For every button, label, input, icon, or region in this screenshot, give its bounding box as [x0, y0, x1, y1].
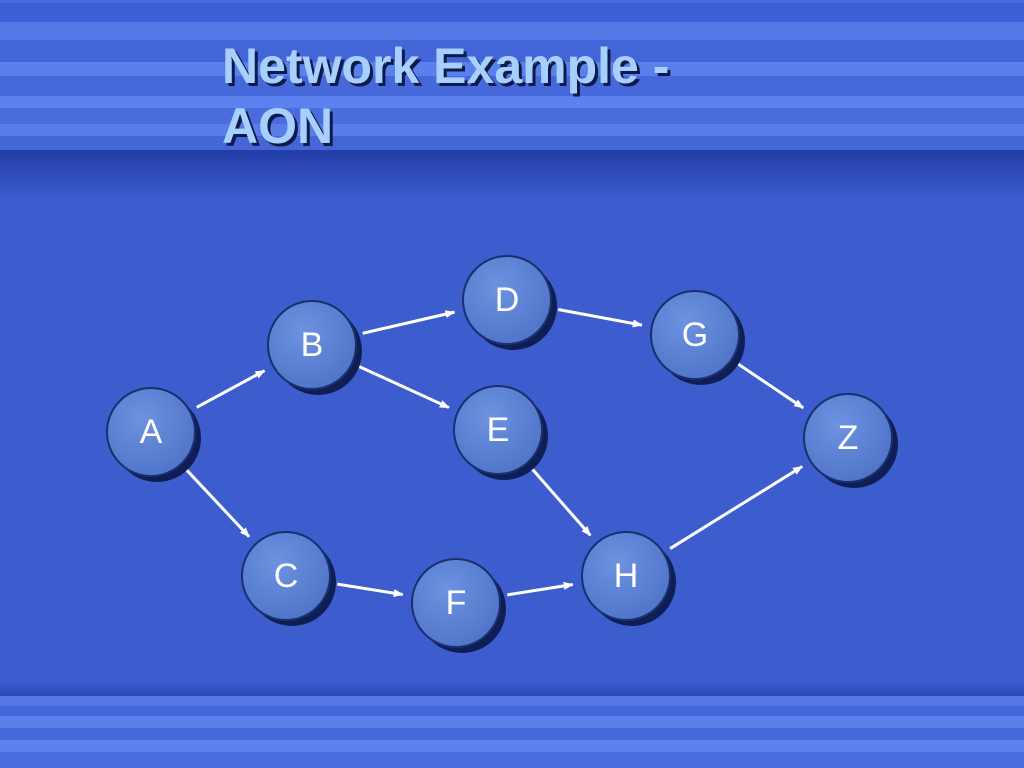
- edge-a-c: [185, 468, 251, 538]
- edge-f-h: [507, 581, 574, 597]
- node-label: D: [495, 281, 520, 319]
- node-f: F: [411, 558, 506, 653]
- node-b: B: [267, 300, 362, 395]
- node-label: F: [446, 584, 467, 622]
- node-circle: [803, 393, 893, 483]
- node-label: H: [614, 557, 639, 595]
- edges-layer: [185, 308, 805, 598]
- node-label: A: [140, 413, 163, 451]
- node-g: G: [650, 290, 745, 385]
- node-circle: [267, 300, 357, 390]
- slide-title-line-1: Network Example -: [222, 38, 670, 94]
- nodes-layer: A B C D E F G H Z: [106, 255, 898, 653]
- slide-title: Network Example - AON: [222, 36, 982, 156]
- node-circle: [650, 290, 740, 380]
- node-a: A: [106, 387, 201, 482]
- edge-b-d: [362, 310, 456, 335]
- footer-stripes: [0, 680, 1024, 768]
- node-circle: [106, 387, 196, 477]
- node-circle: [241, 531, 331, 621]
- node-d: D: [462, 255, 557, 350]
- node-label: G: [682, 316, 708, 354]
- node-circle: [453, 385, 543, 475]
- edge-c-f: [337, 582, 404, 598]
- node-label: E: [487, 411, 510, 449]
- node-z: Z: [803, 393, 898, 488]
- edge-e-h: [531, 468, 592, 537]
- edge-h-z: [669, 465, 803, 550]
- edge-a-b: [196, 369, 266, 409]
- edge-g-z: [737, 362, 805, 410]
- edge-d-g: [557, 308, 643, 328]
- node-label: B: [301, 326, 324, 364]
- header-stripes: [0, 0, 1024, 200]
- node-c: C: [241, 531, 336, 626]
- node-h: H: [581, 531, 676, 626]
- edge-b-e: [358, 365, 450, 409]
- node-circle: [462, 255, 552, 345]
- slide-title-line-2: AON: [222, 98, 334, 154]
- node-e: E: [453, 385, 548, 480]
- node-circle: [581, 531, 671, 621]
- node-label: C: [274, 557, 299, 595]
- node-label: Z: [838, 419, 859, 457]
- node-circle: [411, 558, 501, 648]
